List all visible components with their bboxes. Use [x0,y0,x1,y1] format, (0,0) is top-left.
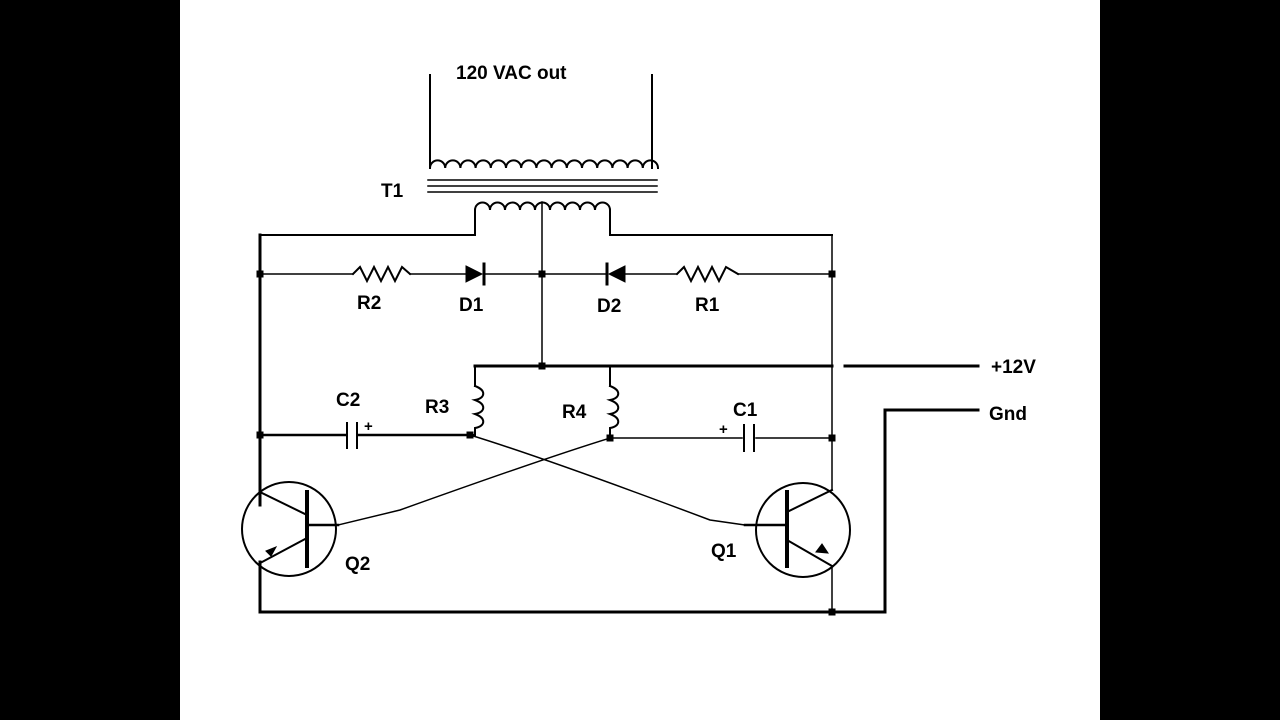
transformer-t1 [427,74,660,369]
diode-d2 [605,262,626,286]
capacitor-c1 [743,424,755,452]
d1-label: D1 [459,295,484,316]
transistor-q2 [241,481,340,577]
c1-label: C1 [733,400,758,421]
junction-dots [256,270,836,616]
r1-label: R1 [695,295,720,316]
resistor-r1 [675,264,740,284]
positive-terminal-label: +12V [991,357,1036,378]
q1-label: Q1 [711,541,737,562]
r4-label: R4 [562,402,587,423]
d2-label: D2 [597,296,621,317]
resistor-r3 [469,384,485,436]
resistor-r2 [351,264,412,284]
r3-label: R3 [425,397,449,418]
wiring [258,233,980,614]
diode-d1 [465,262,486,286]
q2-label: Q2 [345,554,370,575]
transformer-output-label: 120 VAC out [456,63,567,84]
secondary-winding [428,159,660,170]
r2-label: R2 [357,293,381,314]
transformer-core [427,179,658,193]
capacitor-c2 [346,422,358,449]
ground-terminal-label: Gnd [989,404,1027,425]
c2-label: C2 [336,390,360,411]
transistor-q1 [743,482,851,578]
c1-polarity: + [719,421,728,438]
resistor-r4 [606,384,620,439]
diagram-panel [180,0,1100,720]
transformer-label: T1 [381,181,404,202]
c2-polarity: + [364,418,373,435]
